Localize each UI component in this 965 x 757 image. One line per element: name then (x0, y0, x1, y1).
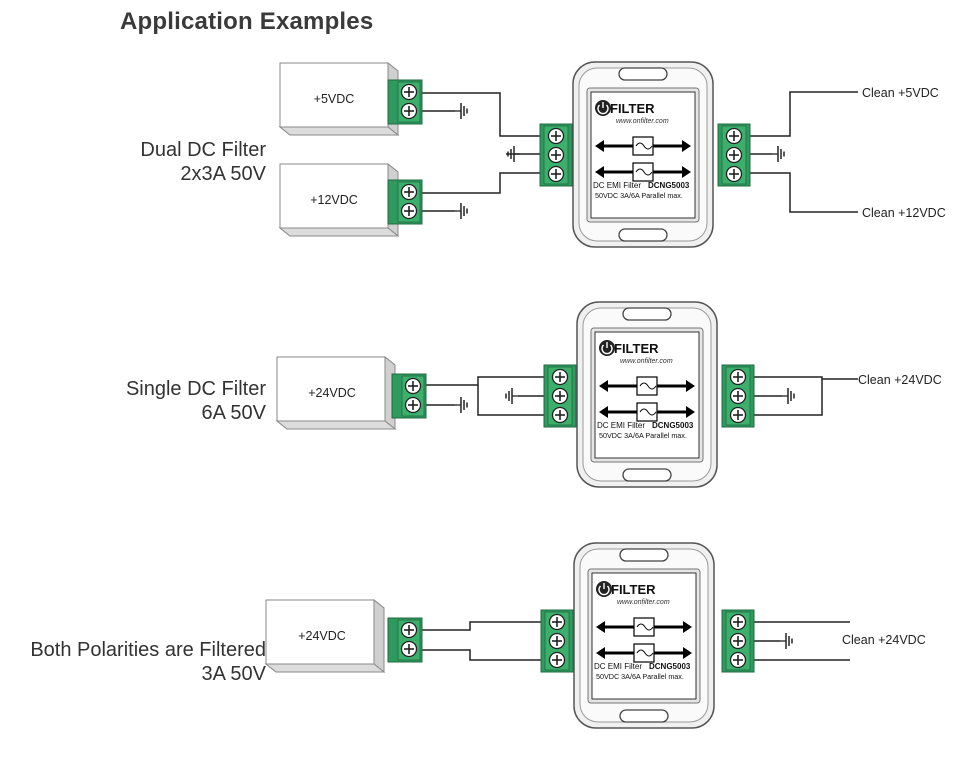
output-label: Clean +5VDC (862, 86, 939, 100)
power-supply: +24VDC (276, 356, 396, 430)
example-2-label-line2: 6A 50V (201, 402, 266, 424)
output-label: Clean +24VDC (858, 373, 942, 387)
brand-logo-text: FILTER (611, 582, 656, 597)
filter-module: FILTER www.onfilter.com DC EMI Filter DC… (575, 300, 719, 489)
example-1-label-line2: 2x3A 50V (180, 163, 266, 185)
example-2: +24VDC FILTER www.onfilter.com DC EMI Fi… (276, 300, 942, 489)
power-supply-label: +12VDC (310, 193, 358, 207)
ground-icon (454, 396, 468, 414)
ground-icon (781, 387, 795, 405)
ground-icon (779, 632, 793, 650)
output-label: Clean +24VDC (842, 633, 926, 647)
example-3-label: Both Polarities are Filtered 3A 50V (30, 638, 266, 686)
product-prefix: DC EMI Filter (594, 662, 642, 671)
terminal-block (544, 365, 576, 427)
terminal-block (722, 610, 754, 672)
brand-logo-text: FILTER (610, 101, 655, 116)
terminal-block (388, 180, 422, 224)
brand-logo-text: FILTER (614, 341, 659, 356)
example-2-label-line1: Single DC Filter (125, 378, 266, 400)
power-supply: +12VDC (279, 163, 399, 237)
example-3-label-line1: Both Polarities are Filtered (30, 639, 266, 661)
product-rating: 50VDC 3A/6A Parallel max. (595, 191, 683, 200)
brand-url: www.onfilter.com (620, 358, 673, 365)
power-supply: +5VDC (279, 62, 399, 136)
terminal-block (722, 365, 754, 427)
filter-module: FILTER www.onfilter.com DC EMI Filter DC… (571, 60, 715, 249)
terminal-block (540, 124, 572, 186)
product-model: DCNG5003 (652, 421, 694, 430)
terminal-block (718, 124, 750, 186)
terminal-block (388, 618, 422, 662)
brand-url: www.onfilter.com (616, 118, 669, 125)
filter-module: FILTER www.onfilter.com DC EMI Filter DC… (572, 541, 716, 730)
product-model: DCNG5003 (648, 181, 690, 190)
terminal-block (388, 80, 422, 124)
ground-icon (454, 202, 468, 220)
power-supply-label: +5VDC (314, 92, 355, 106)
ground-icon (505, 387, 519, 405)
ground-icon (771, 145, 785, 163)
product-model: DCNG5003 (649, 662, 691, 671)
brand-url: www.onfilter.com (617, 599, 670, 606)
product-prefix: DC EMI Filter (597, 421, 645, 430)
terminal-block (541, 610, 573, 672)
power-supply-label: +24VDC (298, 629, 346, 643)
power-supply: +24VDC (265, 599, 385, 673)
output-label: Clean +12VDC (862, 206, 946, 220)
example-1: +5VDC +12VDC FILTER www.onfilter.com DC … (279, 60, 946, 249)
example-1-label: Dual DC Filter 2x3A 50V (140, 138, 266, 186)
product-prefix: DC EMI Filter (593, 181, 641, 190)
example-2-label: Single DC Filter 6A 50V (126, 377, 266, 425)
ground-icon (454, 102, 468, 120)
terminal-block (392, 374, 426, 418)
page-title: Application Examples (120, 8, 374, 35)
example-3-label-line2: 3A 50V (201, 663, 266, 685)
example-1-label-line1: Dual DC Filter (140, 139, 266, 161)
power-supply-label: +24VDC (308, 386, 356, 400)
product-rating: 50VDC 3A/6A Parallel max. (596, 672, 684, 681)
example-3: +24VDC FILTER www.onfilter.com DC EMI Fi… (265, 541, 926, 730)
product-rating: 50VDC 3A/6A Parallel max. (599, 431, 687, 440)
